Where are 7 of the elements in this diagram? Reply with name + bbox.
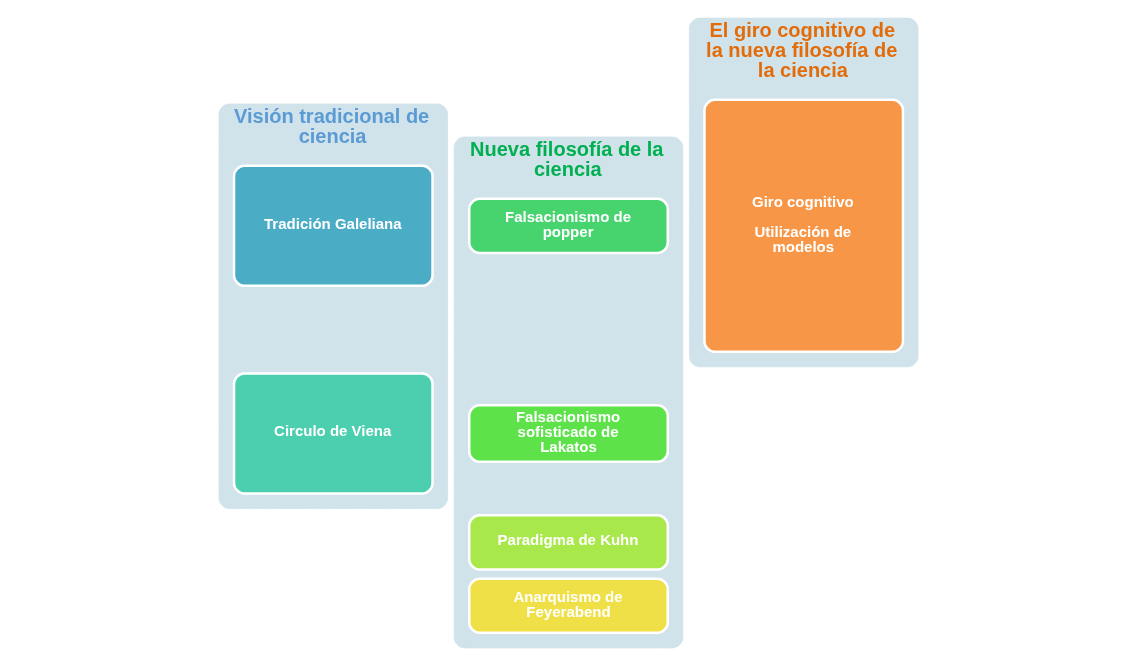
node-box: Anarquismo de Feyerabend [468,577,669,635]
node-box: Circulo de Viena [232,372,434,495]
node-box: Falsacionismo de popper [468,197,669,255]
node-box: Tradición Galeliana [232,164,434,288]
node-box: Giro cognitivo Utilización de modelos [703,98,905,353]
node-box: Paradigma de Kuhn [468,514,669,571]
node-box: Falsacionismo sofisticado de Lakatos [468,403,669,464]
